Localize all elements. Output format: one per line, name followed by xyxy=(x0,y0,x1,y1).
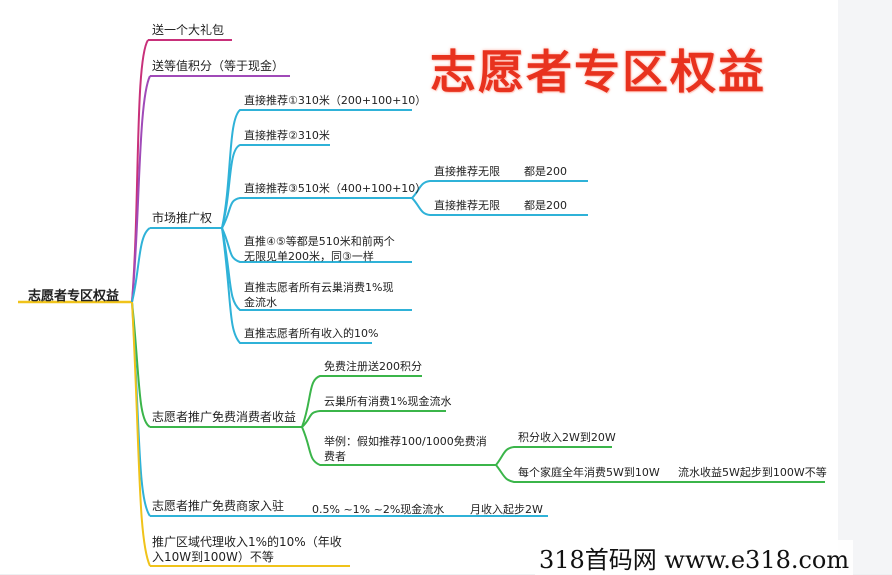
consumer-edges xyxy=(301,375,825,483)
edge-points xyxy=(131,75,151,303)
merchant-monthly: 月收入起步2W xyxy=(470,503,543,516)
consumer-cloud: 云巢所有消费1%现金流水 xyxy=(324,395,452,408)
market-cloud: 直推志愿者所有云巢消费1%现金流水 xyxy=(244,281,394,309)
branch-consumer: 志愿者推广免费消费者收益 xyxy=(152,410,297,424)
consumer-example: 举例：假如推荐100/1000免费消费者 xyxy=(324,435,487,463)
rec3-child-1-b: 都是200 xyxy=(524,165,567,178)
branch-points: 送等值积分（等于现金） xyxy=(152,59,285,73)
market-edges xyxy=(221,109,588,344)
example-family: 每个家庭全年消费5W到10W xyxy=(518,466,660,479)
side-panel xyxy=(838,0,892,574)
branch-market: 市场推广权 xyxy=(152,211,213,225)
market-rec45: 直推④⑤等都是510米和前两个无限见单200米，同③一样 xyxy=(244,235,395,263)
edge-market xyxy=(131,227,151,303)
mindmap-connectors xyxy=(18,39,825,567)
rec3-child-2-a: 直接推荐无限 xyxy=(434,199,500,212)
rec3-child-1-a: 直接推荐无限 xyxy=(434,165,500,178)
branch-gift: 送一个大礼包 xyxy=(152,23,225,37)
market-rec3: 直接推荐③510米（400+100+10） xyxy=(244,182,427,195)
banner-title: 志愿者专区权益 xyxy=(430,45,766,99)
market-income: 直推志愿者所有收入的10% xyxy=(244,327,379,340)
edge-region xyxy=(131,301,151,567)
branch-region: 推广区域代理收入1%的10%（年收入10W到100W）不等 xyxy=(152,535,342,564)
example-flow: 流水收益5W起步到100W不等 xyxy=(678,466,827,479)
watermark: 318首码网 www.e318.com xyxy=(535,540,854,575)
consumer-free: 免费注册送200积分 xyxy=(324,360,422,373)
merchant-rate: 0.5% ~1% ~2%现金流水 xyxy=(312,503,445,516)
market-rec1: 直接推荐①310米（200+100+10） xyxy=(244,94,427,107)
example-points: 积分收入2W到20W xyxy=(518,431,616,444)
branch-merchant: 志愿者推广免费商家入驻 xyxy=(152,499,285,513)
market-rec2: 直接推荐②310米 xyxy=(244,129,330,142)
rec3-child-2-b: 都是200 xyxy=(524,199,567,212)
root-node: 志愿者专区权益 xyxy=(28,289,120,304)
